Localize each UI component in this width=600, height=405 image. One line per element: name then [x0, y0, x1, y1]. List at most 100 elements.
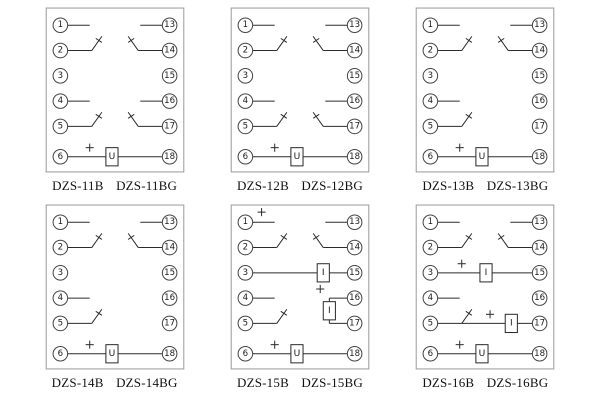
svg-text:17: 17: [164, 121, 175, 131]
relay-diagram-panel: I I U 1 2 3 4 5 6 13 14 15 16 17 18 DZS-16B DZS-16BG: [408, 202, 562, 391]
svg-text:I: I: [510, 318, 513, 328]
svg-text:14: 14: [534, 46, 545, 56]
svg-text:5: 5: [428, 121, 433, 131]
svg-text:18: 18: [164, 152, 175, 162]
svg-text:3: 3: [428, 71, 433, 81]
svg-text:4: 4: [57, 96, 62, 106]
svg-text:17: 17: [534, 121, 545, 131]
svg-text:3: 3: [428, 268, 433, 278]
model-name: DZS-13BG: [486, 178, 549, 193]
panel-label: DZS-15B DZS-15BG: [237, 375, 363, 391]
svg-text:4: 4: [243, 293, 248, 303]
model-name: DZS-12BG: [301, 178, 363, 193]
svg-text:2: 2: [428, 46, 433, 56]
model-name: DZS-15BG: [301, 375, 363, 390]
svg-text:16: 16: [534, 293, 545, 303]
svg-text:6: 6: [428, 152, 433, 162]
svg-text:16: 16: [349, 293, 360, 303]
model-name: DZS-11BG: [116, 178, 178, 193]
svg-text:13: 13: [349, 217, 360, 227]
svg-text:6: 6: [57, 349, 62, 359]
svg-text:3: 3: [243, 268, 248, 278]
svg-text:16: 16: [164, 96, 175, 106]
svg-text:17: 17: [164, 318, 175, 328]
svg-text:5: 5: [428, 318, 433, 328]
svg-text:2: 2: [57, 243, 62, 253]
svg-text:I: I: [328, 306, 331, 316]
svg-text:15: 15: [164, 71, 175, 81]
svg-text:1: 1: [57, 217, 62, 227]
model-name: DZS-13B: [422, 178, 475, 193]
svg-text:13: 13: [534, 20, 545, 30]
svg-text:14: 14: [349, 243, 360, 253]
svg-text:16: 16: [534, 96, 545, 106]
model-name: DZS-14BG: [116, 375, 178, 390]
svg-text:5: 5: [57, 121, 62, 131]
svg-text:U: U: [294, 349, 301, 359]
model-name: DZS-11B: [52, 178, 104, 193]
schematic-drawing: I I U 1 2 3 4 5 6 13 14 15 16 17 18: [416, 204, 555, 370]
svg-text:17: 17: [349, 318, 360, 328]
svg-text:15: 15: [349, 268, 360, 278]
svg-text:13: 13: [349, 20, 360, 30]
svg-text:1: 1: [428, 217, 433, 227]
svg-text:18: 18: [349, 152, 360, 162]
svg-text:18: 18: [534, 152, 545, 162]
svg-text:U: U: [479, 349, 486, 359]
svg-text:6: 6: [57, 152, 62, 162]
svg-text:1: 1: [243, 217, 248, 227]
svg-text:5: 5: [57, 318, 62, 328]
svg-text:18: 18: [534, 349, 545, 359]
svg-text:17: 17: [534, 318, 545, 328]
svg-text:4: 4: [57, 293, 62, 303]
svg-text:14: 14: [164, 243, 175, 253]
svg-text:5: 5: [243, 318, 248, 328]
svg-text:1: 1: [428, 20, 433, 30]
svg-text:5: 5: [243, 121, 248, 131]
svg-text:15: 15: [349, 71, 360, 81]
svg-text:4: 4: [428, 96, 433, 106]
model-name: DZS-16BG: [486, 375, 549, 390]
svg-text:U: U: [108, 349, 115, 359]
panel-label: DZS-12B DZS-12BG: [237, 178, 363, 194]
svg-text:3: 3: [57, 71, 62, 81]
svg-text:14: 14: [534, 243, 545, 253]
model-name: DZS-15B: [236, 375, 289, 390]
svg-text:2: 2: [428, 243, 433, 253]
svg-text:17: 17: [349, 121, 360, 131]
svg-text:13: 13: [164, 20, 175, 30]
svg-text:6: 6: [243, 349, 248, 359]
svg-text:13: 13: [534, 217, 545, 227]
svg-text:18: 18: [349, 349, 360, 359]
panel-label: DZS-16B DZS-16BG: [422, 375, 548, 391]
svg-text:4: 4: [428, 293, 433, 303]
svg-text:18: 18: [164, 349, 175, 359]
svg-text:2: 2: [57, 46, 62, 56]
svg-text:1: 1: [243, 20, 248, 30]
model-name: DZS-16B: [422, 375, 475, 390]
svg-text:14: 14: [349, 46, 360, 56]
svg-text:3: 3: [57, 268, 62, 278]
panel-label: DZS-14B DZS-14BG: [52, 375, 178, 391]
svg-text:U: U: [108, 152, 115, 162]
svg-text:6: 6: [428, 349, 433, 359]
svg-text:2: 2: [243, 243, 248, 253]
svg-text:3: 3: [243, 71, 248, 81]
svg-text:U: U: [479, 152, 486, 162]
svg-text:13: 13: [164, 217, 175, 227]
model-name: DZS-12B: [236, 178, 289, 193]
svg-text:15: 15: [534, 268, 545, 278]
svg-text:6: 6: [243, 152, 248, 162]
svg-text:I: I: [485, 268, 488, 278]
